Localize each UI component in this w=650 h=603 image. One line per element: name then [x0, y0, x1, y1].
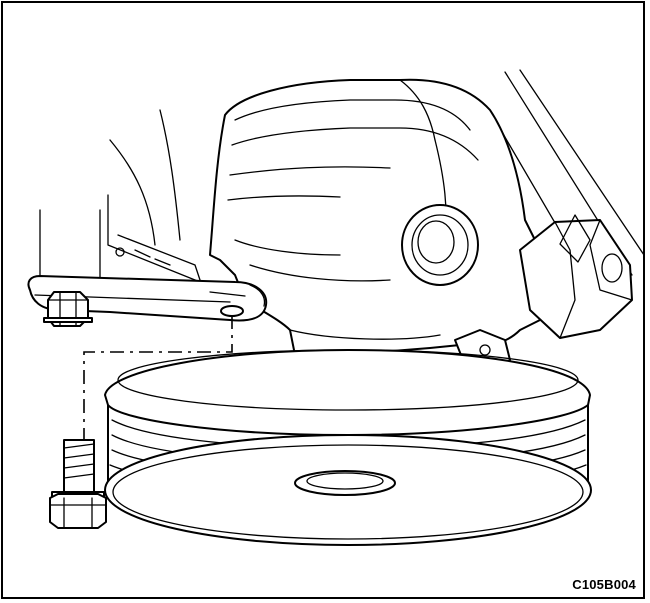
removed-bolt	[49, 439, 107, 529]
pump-pulley	[104, 349, 592, 546]
figure-id-label: C105B004	[572, 577, 636, 592]
bracket-bolt	[43, 291, 93, 327]
power-steering-pump	[209, 78, 633, 373]
left-structure	[39, 109, 201, 283]
